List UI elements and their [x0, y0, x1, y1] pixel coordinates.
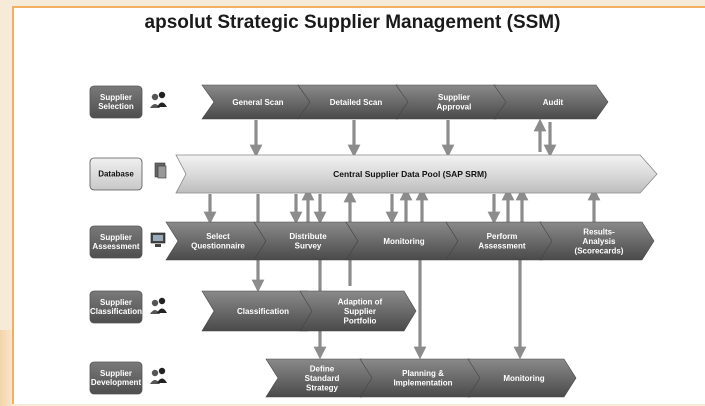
- side-label-development-label: Development: [91, 378, 142, 387]
- step-assessment-5: Results-Analysis(Scorecards): [539, 221, 655, 261]
- step-development-2-label: Planning &: [402, 369, 444, 378]
- step-assessment-2-label: Distribute: [289, 232, 327, 241]
- step-assessment-5-label: (Scorecards): [575, 246, 624, 255]
- step-selection-1-label: General Scan: [232, 98, 283, 107]
- side-label-selection-label: Selection: [98, 102, 134, 111]
- side-label-database-label: Database: [98, 170, 134, 179]
- step-assessment-5-label: Analysis: [583, 237, 616, 246]
- step-assessment-4-label: Assessment: [478, 242, 525, 251]
- step-selection-3-label: Supplier: [438, 93, 470, 102]
- side-label-development-box: [89, 361, 143, 395]
- side-label-selection-box: [89, 85, 143, 119]
- people-icon: [150, 91, 167, 108]
- step-assessment-5-shape: [539, 221, 655, 261]
- diagram-title: apsolut Strategic Supplier Management (S…: [144, 12, 561, 33]
- step-selection-4-shape: [493, 84, 609, 120]
- step-selection-3-label: Approval: [437, 103, 472, 112]
- side-label-assessment-box: [89, 225, 143, 259]
- central-data-pool-bar: Central Supplier Data Pool (SAP SRM): [175, 154, 658, 194]
- side-label-assessment-label: Supplier: [100, 233, 132, 242]
- step-selection-4-label: Audit: [543, 98, 564, 107]
- side-label-classification-box: [89, 290, 143, 324]
- people-icon-classification: [150, 297, 167, 314]
- step-classification-1: Classification: [201, 290, 321, 332]
- step-selection-2-label: Detailed Scan: [330, 98, 383, 107]
- diagram-frame: [12, 6, 705, 404]
- step-classification-2-shape: [299, 290, 417, 332]
- step-assessment-3: Monitoring: [345, 221, 459, 261]
- step-selection-2: Detailed Scan: [297, 84, 411, 120]
- step-classification-2-label: Adaption of: [338, 297, 383, 306]
- step-classification-2-label: Supplier: [344, 307, 376, 316]
- step-development-3-shape: [467, 358, 577, 398]
- step-development-1-label: Define: [310, 364, 335, 373]
- step-assessment-4-label: Perform: [487, 232, 518, 241]
- data-pool-label: Central Supplier Data Pool (SAP SRM): [333, 169, 487, 179]
- step-selection-1: General Scan: [201, 84, 311, 120]
- side-label-database-box: [89, 157, 143, 191]
- step-assessment-1-label: Select: [206, 232, 230, 241]
- step-development-1-label: Standard: [305, 374, 340, 383]
- step-assessment-2-label: Survey: [295, 242, 322, 251]
- database-icon: [154, 162, 167, 179]
- side-label-assessment-label: Assessment: [92, 242, 139, 251]
- step-development-2-label: Implementation: [393, 379, 452, 388]
- side-label-classification-label: Supplier: [100, 298, 132, 307]
- computer-icon: [150, 232, 166, 247]
- side-label-selection-label: Supplier: [100, 93, 132, 102]
- step-development-2: Planning &Implementation: [359, 358, 483, 398]
- side-label-classification-label: Classification: [90, 307, 142, 316]
- step-assessment-5-label: Results-: [583, 227, 615, 236]
- step-classification-2-label: Portfolio: [344, 316, 377, 325]
- data-pool-shape: [175, 154, 658, 194]
- step-development-3: Monitoring: [467, 358, 577, 398]
- side-label-development-label: Supplier: [100, 369, 132, 378]
- step-development-3-label: Monitoring: [503, 374, 544, 383]
- step-assessment-1-label: Questionnaire: [191, 242, 245, 251]
- step-assessment-3-label: Monitoring: [383, 237, 424, 246]
- step-development-1-label: Strategy: [306, 383, 339, 392]
- step-classification-1-label: Classification: [237, 307, 289, 316]
- step-selection-4: Audit: [493, 84, 609, 120]
- people-icon-development: [150, 367, 167, 384]
- side-label-database: Database: [89, 157, 143, 191]
